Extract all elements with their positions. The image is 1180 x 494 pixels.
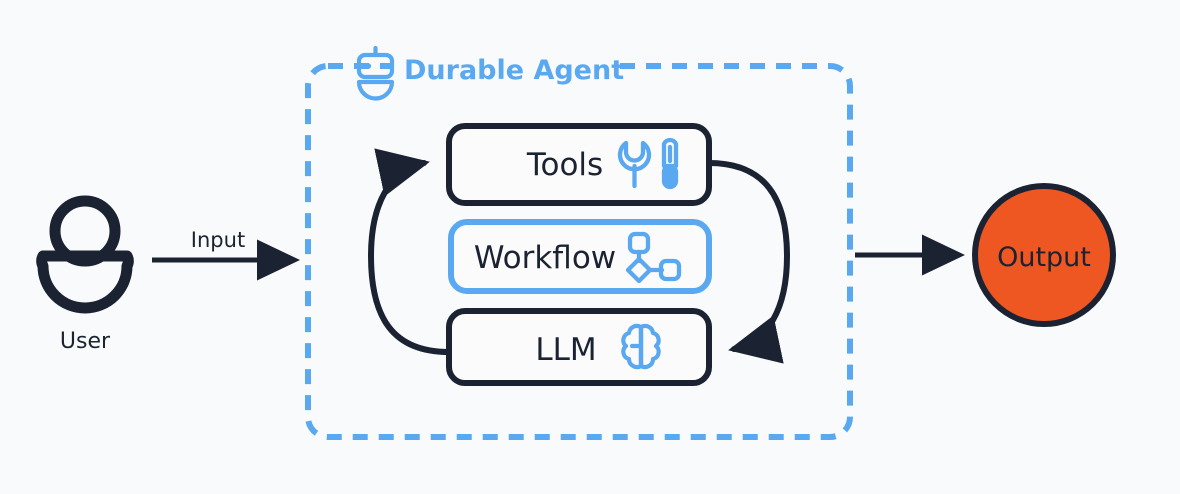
output-node[interactable]	[972, 183, 1116, 327]
user-icon	[36, 195, 134, 314]
loop-arrow-llm-to-tools	[367, 148, 452, 355]
durable-agent-title: Durable Agent	[404, 55, 624, 86]
node-tools-label: Tools	[526, 147, 603, 183]
user-label: User	[60, 329, 111, 354]
loop-arrow-tools-to-llm	[706, 160, 791, 364]
brain-icon	[621, 323, 661, 370]
workflow-nodes-icon	[625, 231, 682, 284]
node-llm-label: LLM	[535, 332, 596, 368]
output-label: Output	[997, 242, 1091, 273]
robot-icon	[356, 45, 395, 101]
input-edge-label: Input	[191, 228, 245, 252]
wrench-screwdriver-icon	[617, 137, 679, 190]
node-workflow-label: Workflow	[474, 240, 616, 276]
